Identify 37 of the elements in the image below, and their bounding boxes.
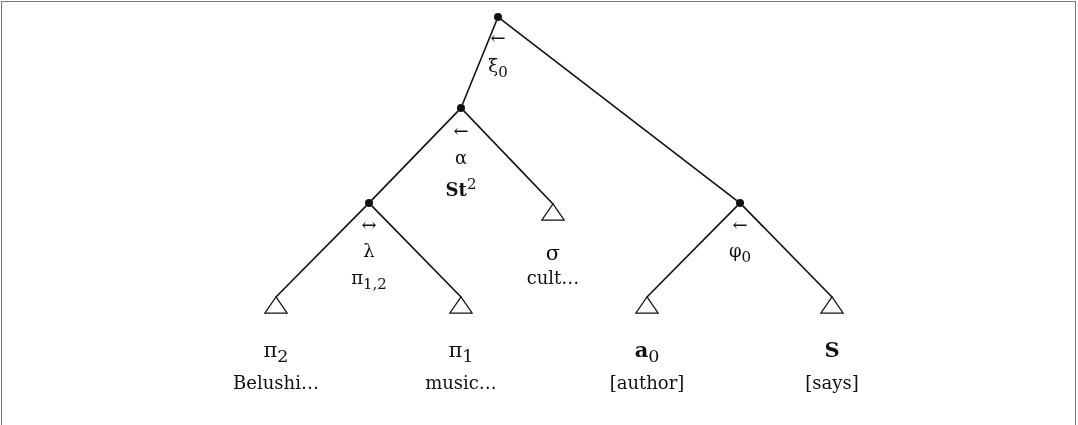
subtree-triangle bbox=[635, 296, 659, 314]
tree-branch bbox=[462, 110, 554, 205]
subtree-triangle bbox=[264, 296, 288, 314]
node-annotation: ↔ bbox=[361, 215, 377, 236]
node-annotation: [author] bbox=[609, 373, 685, 394]
node-dot bbox=[736, 199, 744, 207]
node-annotation: π$_{2}$ bbox=[263, 338, 289, 367]
node-annotation: a$_{0}$ bbox=[634, 338, 660, 367]
node-dot bbox=[365, 199, 373, 207]
node-annotation: π$_{1,2}$ bbox=[351, 268, 387, 293]
node-annotation: S bbox=[824, 338, 840, 363]
node-annotation: ← bbox=[490, 28, 506, 49]
node-annotation: ← bbox=[732, 215, 748, 236]
node-annotation: ξ$_{0}$ bbox=[488, 56, 508, 81]
tree-branch bbox=[275, 205, 367, 298]
node-annotation: π$_{1}$ bbox=[448, 338, 474, 367]
node-annotation: cult… bbox=[526, 268, 580, 289]
subtree-triangle bbox=[820, 296, 844, 314]
node-annotation: Belushi… bbox=[233, 373, 319, 394]
node-annotation: λ bbox=[363, 241, 375, 262]
node-dot bbox=[457, 104, 465, 112]
tree-branch bbox=[646, 205, 738, 298]
node-annotation: σ bbox=[545, 241, 561, 266]
node-dot bbox=[494, 13, 502, 21]
node-annotation: φ$_{0}$ bbox=[728, 241, 752, 266]
tree-branch bbox=[371, 205, 462, 298]
node-annotation: St$^{2}$ bbox=[445, 176, 477, 201]
node-annotation: [says] bbox=[805, 373, 859, 394]
node-annotation: ← bbox=[453, 121, 469, 142]
tree-branch bbox=[461, 19, 498, 106]
node-annotation: music… bbox=[425, 373, 497, 394]
subtree-triangle bbox=[449, 296, 473, 314]
tree-branch bbox=[500, 18, 738, 202]
tree-branch bbox=[742, 205, 833, 298]
subtree-triangle bbox=[541, 203, 565, 221]
tree-branch bbox=[370, 110, 460, 201]
node-annotation: α bbox=[454, 148, 468, 169]
